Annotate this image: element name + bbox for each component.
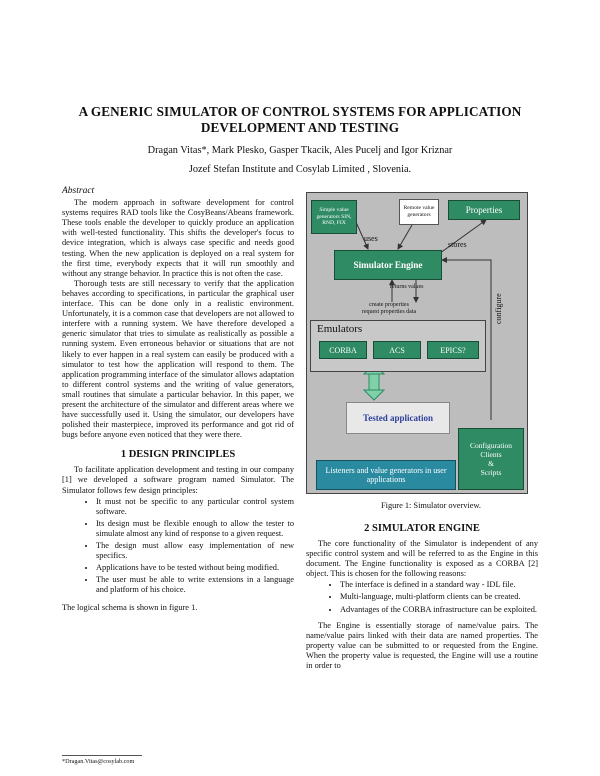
section-1-heading: 1 DESIGN PRINCIPLES xyxy=(120,449,236,461)
section-1-outro: The logical schema is shown in figure 1. xyxy=(62,603,198,613)
authors: Dragan Vitas*, Mark Plesko, Gasper Tkaci… xyxy=(147,145,453,156)
figure-caption: Figure 1: Simulator overview. xyxy=(380,501,482,510)
configure-label: configure xyxy=(494,293,503,324)
abstract-heading: Abstract xyxy=(62,186,95,196)
properties-box: Properties xyxy=(448,200,520,220)
section-2-paragraph-1: The core functionality of the Simulator … xyxy=(306,539,538,579)
remote-arrow xyxy=(397,224,413,250)
right-column: 2 SIMULATOR ENGINE The core functionalit… xyxy=(306,522,538,671)
listeners-box: Listeners and value generators in user a… xyxy=(316,460,456,490)
affiliation: Jozef Stefan Institute and Cosylab Limit… xyxy=(188,164,412,175)
left-column: Abstract The modern approach in software… xyxy=(62,186,294,614)
epics-box: EPICS? xyxy=(427,341,479,359)
list-item: Applications have to be tested without b… xyxy=(96,563,294,573)
list-item: It must not be specific to any particula… xyxy=(96,497,294,517)
abstract-paragraph-1: The modern approach in software developm… xyxy=(62,198,294,278)
section-2-heading: 2 SIMULATOR ENGINE xyxy=(364,523,480,534)
tested-application-box: Tested application xyxy=(346,402,450,434)
remote-generators-box: Remote value generators xyxy=(399,199,439,225)
simulator-overview-diagram: Simple value generators SIN, RND, FIX Re… xyxy=(306,192,528,494)
create-request-label: create properties request properties dat… xyxy=(361,302,417,315)
emulators-link xyxy=(368,371,380,393)
section-2-paragraph-2: The Engine is essentially storage of nam… xyxy=(306,620,538,671)
list-item: Its design must be flexible enough to al… xyxy=(96,519,294,539)
paper-title: A GENERIC SIMULATOR OF CONTROL SYSTEMS F… xyxy=(70,104,530,136)
engine-reasons-list: The interface is defined in a standard w… xyxy=(306,580,538,614)
emulators-label: Emulators xyxy=(317,323,363,335)
simulator-engine-box: Simulator Engine xyxy=(334,250,442,280)
configuration-clients-box: Configuration Clients & Scripts xyxy=(458,428,524,490)
title-line-1: A GENERIC SIMULATOR OF CONTROL SYSTEMS F… xyxy=(78,104,522,119)
footnote-rule xyxy=(62,755,142,756)
configure-arrow xyxy=(441,257,492,420)
title-line-2: DEVELOPMENT AND TESTING xyxy=(200,120,400,135)
design-principles-list: It must not be specific to any particula… xyxy=(62,497,294,596)
section-1-intro: To facilitate application development an… xyxy=(62,465,294,495)
list-item: The design must allow easy implementatio… xyxy=(96,541,294,561)
stores-arrow xyxy=(435,219,487,257)
simple-generators-box: Simple value generators SIN, RND, FIX xyxy=(311,200,357,234)
abstract-paragraph-2: Thorough tests are still necessary to ve… xyxy=(62,278,294,440)
list-item: Multi-language, multi-platform clients c… xyxy=(340,592,538,602)
stores-label: stores xyxy=(448,240,467,249)
acs-box: ACS xyxy=(373,341,421,359)
list-item: Advantages of the CORBA infrastructure c… xyxy=(340,605,538,615)
corba-box: CORBA xyxy=(319,341,367,359)
list-item: The user must be able to write extension… xyxy=(96,575,294,595)
footnote: *Dragan.Vitas@cosylab.com xyxy=(62,758,135,765)
uses-label: uses xyxy=(364,234,378,243)
emulators-box: Emulators CORBA ACS EPICS? xyxy=(310,320,486,372)
list-item: The interface is defined in a standard w… xyxy=(340,580,538,590)
returns-label: returns values xyxy=(390,284,424,290)
uses-arrow xyxy=(355,221,369,250)
